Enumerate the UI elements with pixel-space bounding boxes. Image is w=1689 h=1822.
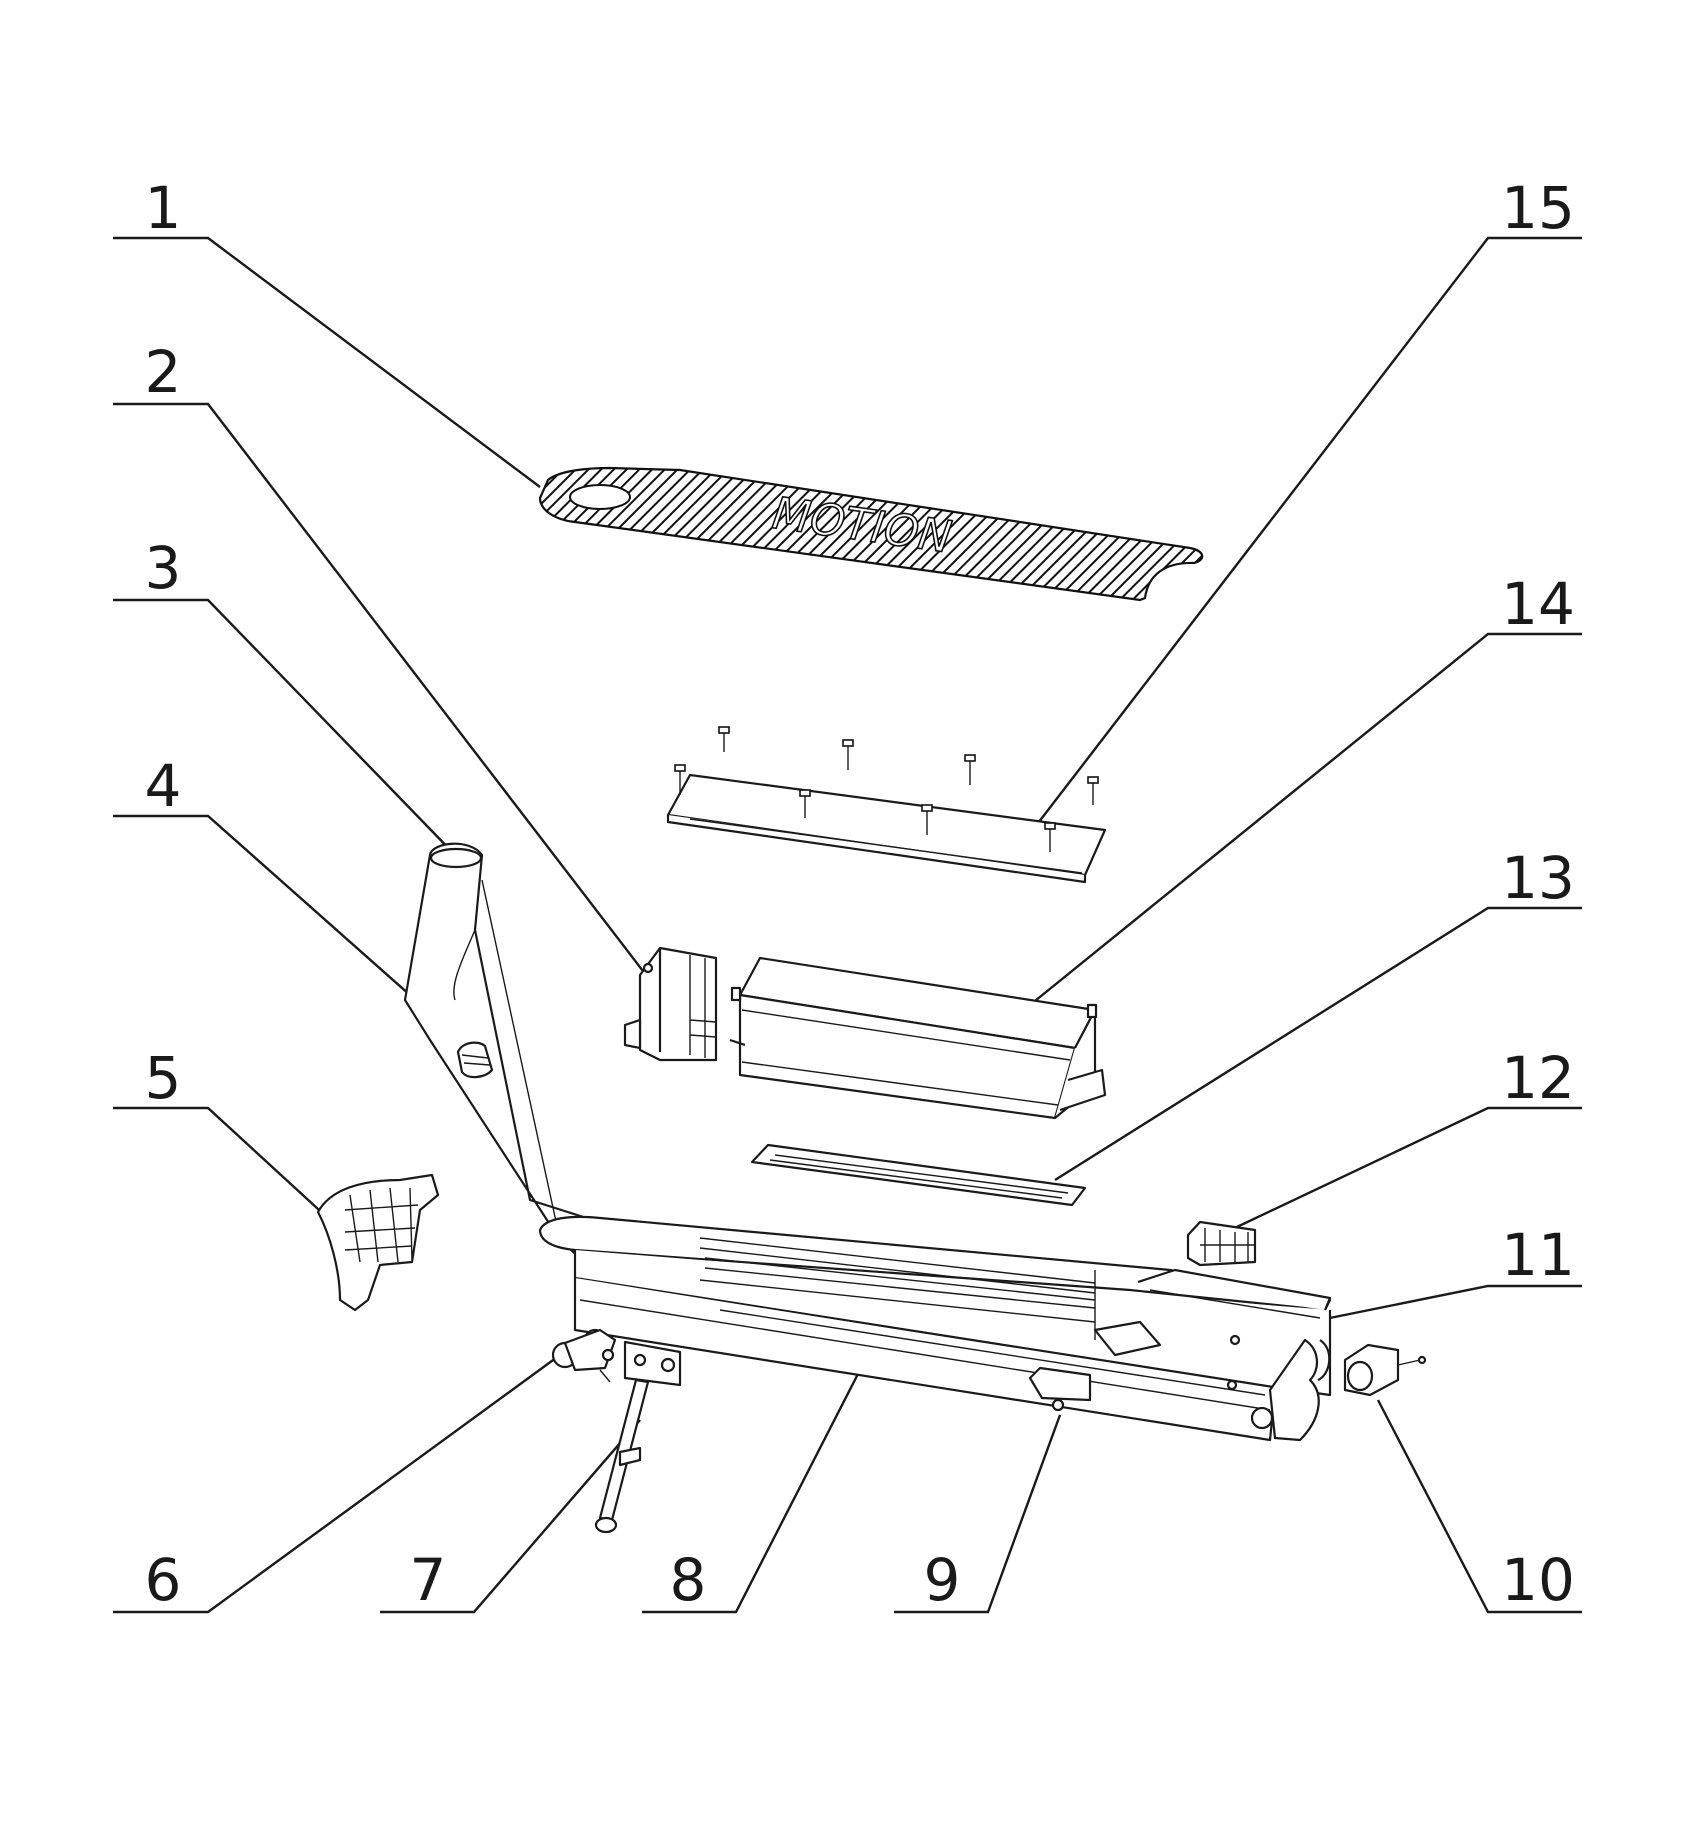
screws bbox=[674, 726, 1099, 852]
callout-number: 9 bbox=[924, 1546, 961, 1614]
leader-line bbox=[380, 1419, 641, 1614]
part-folding-mechanism bbox=[551, 1328, 617, 1383]
callout-number: 14 bbox=[1501, 570, 1575, 638]
part-bracket bbox=[1028, 1366, 1092, 1412]
leader-line bbox=[1029, 632, 1582, 1006]
callout-9: 9 bbox=[894, 1414, 1062, 1614]
leader-line bbox=[894, 1414, 1062, 1614]
callout-11: 11 bbox=[1309, 1221, 1582, 1324]
part-front-bumper bbox=[316, 1173, 440, 1312]
callout-10: 10 bbox=[1376, 1399, 1582, 1614]
part-gasket bbox=[750, 1143, 1087, 1207]
leader-line bbox=[113, 402, 647, 976]
leader-line bbox=[1054, 906, 1582, 1182]
leader-line bbox=[113, 1106, 331, 1221]
part-kickstand bbox=[594, 1340, 682, 1534]
part-controller bbox=[623, 946, 718, 1062]
part-stem-neck bbox=[403, 842, 642, 1260]
part-tail-light bbox=[1343, 1343, 1427, 1397]
callout-1: 1 bbox=[113, 174, 541, 488]
callout-5: 5 bbox=[113, 1044, 331, 1221]
leader-line bbox=[1219, 1106, 1582, 1237]
callout-number: 8 bbox=[670, 1546, 707, 1614]
callout-number: 6 bbox=[145, 1546, 182, 1614]
callout-4: 4 bbox=[113, 752, 473, 1051]
leader-line bbox=[1024, 236, 1582, 841]
part-stem-rubber bbox=[456, 1041, 494, 1079]
callout-6: 6 bbox=[113, 1354, 561, 1614]
callout-number: 3 bbox=[145, 534, 182, 602]
callout-number: 7 bbox=[410, 1546, 447, 1614]
part-rear-trim bbox=[1137, 1268, 1332, 1346]
callout-14: 14 bbox=[1029, 570, 1582, 1006]
leader-line bbox=[1309, 1284, 1582, 1324]
part-grip-tape: MOTION bbox=[538, 466, 1204, 602]
leader-line bbox=[113, 598, 461, 861]
callout-8: 8 bbox=[642, 1369, 862, 1614]
callout-3: 3 bbox=[113, 534, 461, 861]
callout-number: 10 bbox=[1501, 1546, 1575, 1614]
part-connector bbox=[1186, 1220, 1257, 1267]
leader-line bbox=[113, 236, 541, 488]
callout-number: 4 bbox=[145, 752, 182, 820]
part-battery bbox=[729, 956, 1107, 1120]
callout-number: 5 bbox=[145, 1044, 182, 1112]
leader-line bbox=[642, 1369, 862, 1614]
leader-line bbox=[113, 814, 473, 1051]
callout-15: 15 bbox=[1024, 174, 1582, 841]
callout-12: 12 bbox=[1219, 1044, 1582, 1237]
part-deck-frame bbox=[538, 1215, 1332, 1442]
callout-number: 12 bbox=[1501, 1044, 1575, 1112]
callout-number: 2 bbox=[145, 338, 182, 406]
callout-7: 7 bbox=[380, 1419, 641, 1614]
leader-line bbox=[1376, 1399, 1582, 1614]
callout-number: 11 bbox=[1501, 1221, 1575, 1289]
part-cover-plate bbox=[666, 726, 1107, 884]
leader-line bbox=[113, 1354, 561, 1614]
callout-13: 13 bbox=[1054, 844, 1582, 1182]
callout-2: 2 bbox=[113, 338, 647, 976]
callout-number: 13 bbox=[1501, 844, 1575, 912]
callout-number: 1 bbox=[145, 174, 182, 242]
callout-number: 15 bbox=[1501, 174, 1575, 242]
